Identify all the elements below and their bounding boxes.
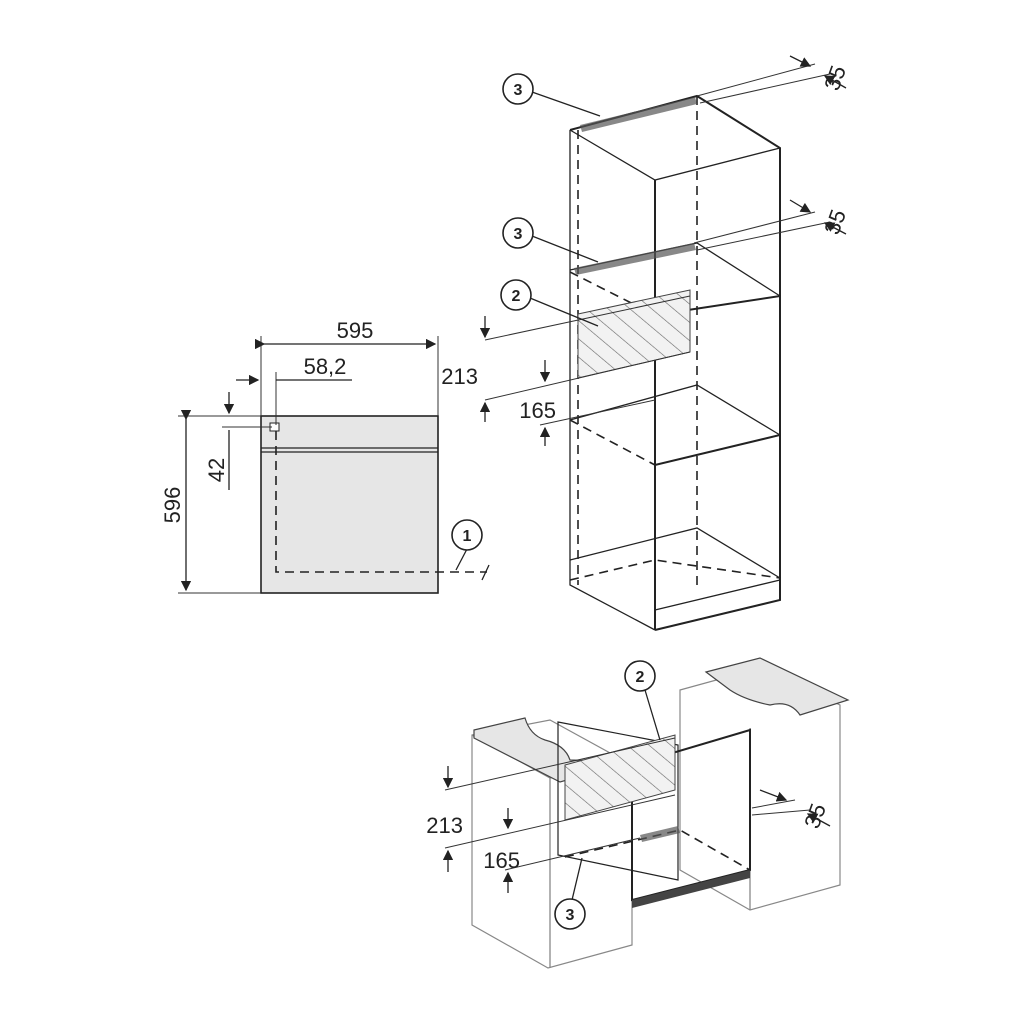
callout-circle [624,660,656,692]
cabinet-top-front [569,129,781,181]
cabinet-left-edge [569,130,656,631]
callout-1: 1 [463,528,472,545]
niche-back [557,721,679,881]
dim-arrow [789,199,812,213]
niche-floor-edge [632,870,750,908]
ext-line [696,63,816,97]
dim-arrow [759,789,788,802]
vent-top-label: 35 [819,62,851,94]
ext-line [699,73,831,104]
ext-line [484,295,691,341]
callout-leader [455,548,468,571]
opening-label: 213 [441,364,478,389]
ext-line [693,211,816,244]
dim-arrow [823,75,847,89]
callout-leader [529,297,599,327]
ext-line [696,221,831,251]
height-label: 596 [160,487,185,524]
callout-leader [571,857,583,901]
hidden-bottom [569,559,781,581]
niche-hidden-bottom [569,419,656,466]
base-lower-gap-label: 165 [483,848,520,873]
mid-vent [574,243,696,275]
dim-arrow [823,222,847,235]
appliance-front [260,415,439,594]
base-callout-opening: 2 [636,669,645,686]
niche-bottom-shelf [569,384,781,436]
dim-arrow [789,55,812,67]
cable-end-tick [481,564,490,581]
callout-circle [451,519,483,551]
plinth-line [654,579,781,611]
ext-line [484,351,691,401]
ext-line [444,794,676,849]
callout-circle [502,73,534,105]
callout-vent-mid: 3 [514,226,523,243]
top-vent [580,97,697,132]
callout-circle [554,898,586,930]
base-callout-vent: 3 [566,907,575,924]
width-label: 595 [337,318,374,343]
callout-circle [500,279,532,311]
bottom-shelf [569,527,781,579]
callout-circle [502,217,534,249]
niche-floor [564,829,751,871]
cable-route [275,431,487,573]
lower-gap-label: 165 [519,398,556,423]
top-gap-label: 42 [204,458,229,482]
front-view: 595 58,2 596 42 1 [160,318,490,594]
ext-line [504,837,641,871]
base-vent-opening [564,734,676,821]
ext-line [751,799,796,809]
callout-leader [644,689,661,741]
callout-opening: 2 [512,288,521,305]
right-countertop [704,657,850,716]
callout-vent-top: 3 [514,82,523,99]
base-opening-label: 213 [426,813,463,838]
ext-line [539,399,656,426]
base-vent [640,826,680,842]
ext-line [751,809,811,816]
callout-leader [531,235,599,263]
callout-leader [531,91,601,117]
vent-mid-label: 35 [819,206,851,238]
dim-arrow [806,813,831,827]
base-cabinet: 35 213 165 2 3 [426,657,850,969]
tall-cabinet: 35 35 213 165 3 3 2 [441,55,851,631]
ext-line [444,737,676,791]
offset-label: 58,2 [304,354,347,379]
